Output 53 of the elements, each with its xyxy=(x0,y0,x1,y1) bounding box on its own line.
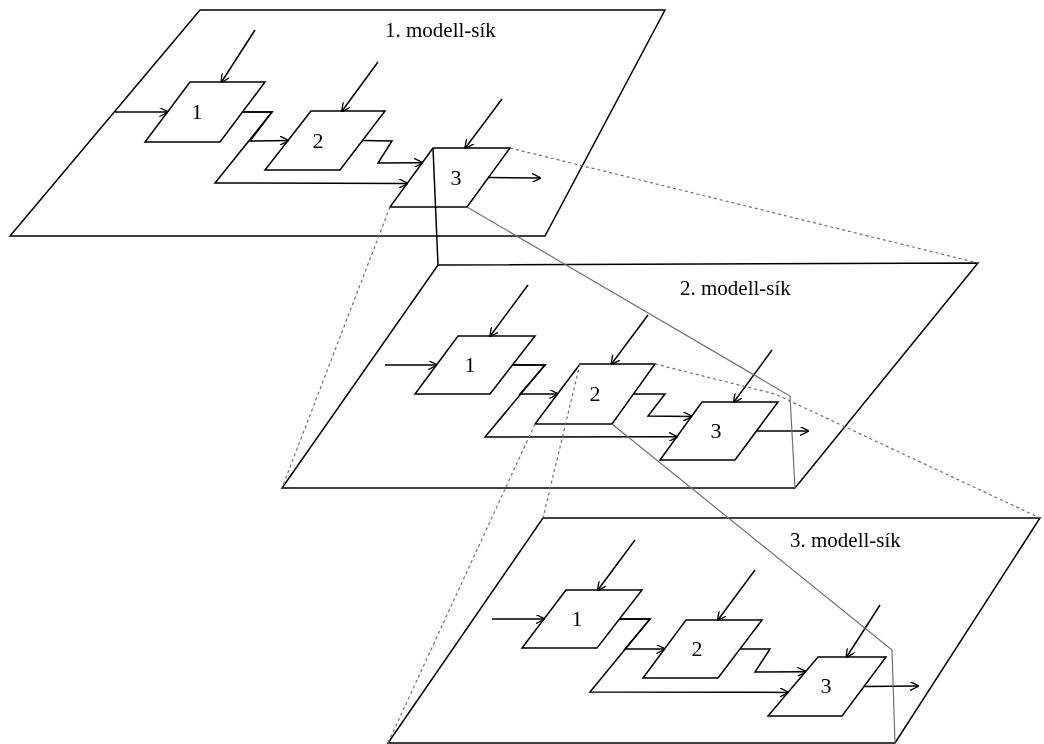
arrow xyxy=(610,314,649,366)
block-number: 1 xyxy=(191,101,203,123)
projection-line xyxy=(654,363,1041,519)
model-plane xyxy=(282,263,978,488)
projection-line xyxy=(466,206,796,489)
projection-line xyxy=(509,147,979,264)
block-number: 2 xyxy=(691,638,703,660)
process-block xyxy=(415,336,535,394)
arrow xyxy=(213,111,409,189)
block-number: 1 xyxy=(571,608,583,630)
arrow xyxy=(732,349,773,404)
block-number: 3 xyxy=(710,420,722,442)
arrow xyxy=(384,359,439,371)
process-block xyxy=(265,111,385,170)
projection-line xyxy=(611,423,896,744)
block-number: 2 xyxy=(312,130,324,152)
arrow xyxy=(340,61,379,113)
block-number: 2 xyxy=(589,383,601,405)
plane-title: 1. modell-sík xyxy=(385,19,496,41)
plane-title: 2. modell-sík xyxy=(680,277,791,299)
arrow xyxy=(483,364,679,442)
process-block xyxy=(768,657,886,716)
arrow xyxy=(755,425,810,437)
arrow xyxy=(739,648,808,677)
arrow xyxy=(361,139,424,168)
model-plane xyxy=(10,10,665,236)
arrow xyxy=(588,618,790,698)
arrow xyxy=(863,680,920,692)
arrow xyxy=(845,604,881,659)
arrow xyxy=(716,569,756,622)
arrow xyxy=(632,393,694,422)
arrow xyxy=(487,172,542,184)
arrow xyxy=(220,29,256,84)
plane-title: 3. modell-sík xyxy=(790,529,901,551)
arrow xyxy=(491,613,546,625)
block-number: 3 xyxy=(820,675,832,697)
process-block xyxy=(643,620,762,678)
block-number: 3 xyxy=(450,167,462,189)
arrow xyxy=(114,106,170,118)
projection-line xyxy=(387,423,536,744)
projection-line xyxy=(542,363,581,519)
arrow xyxy=(464,98,503,150)
arrow xyxy=(489,284,529,338)
model-plane xyxy=(388,518,1040,743)
arrow xyxy=(596,539,636,592)
projection-line xyxy=(432,147,439,266)
process-block xyxy=(145,82,265,142)
block-number: 1 xyxy=(464,354,476,376)
process-block xyxy=(535,364,655,424)
process-block xyxy=(522,590,642,648)
process-block xyxy=(390,148,510,207)
process-block xyxy=(660,402,778,460)
projection-line xyxy=(281,206,391,489)
